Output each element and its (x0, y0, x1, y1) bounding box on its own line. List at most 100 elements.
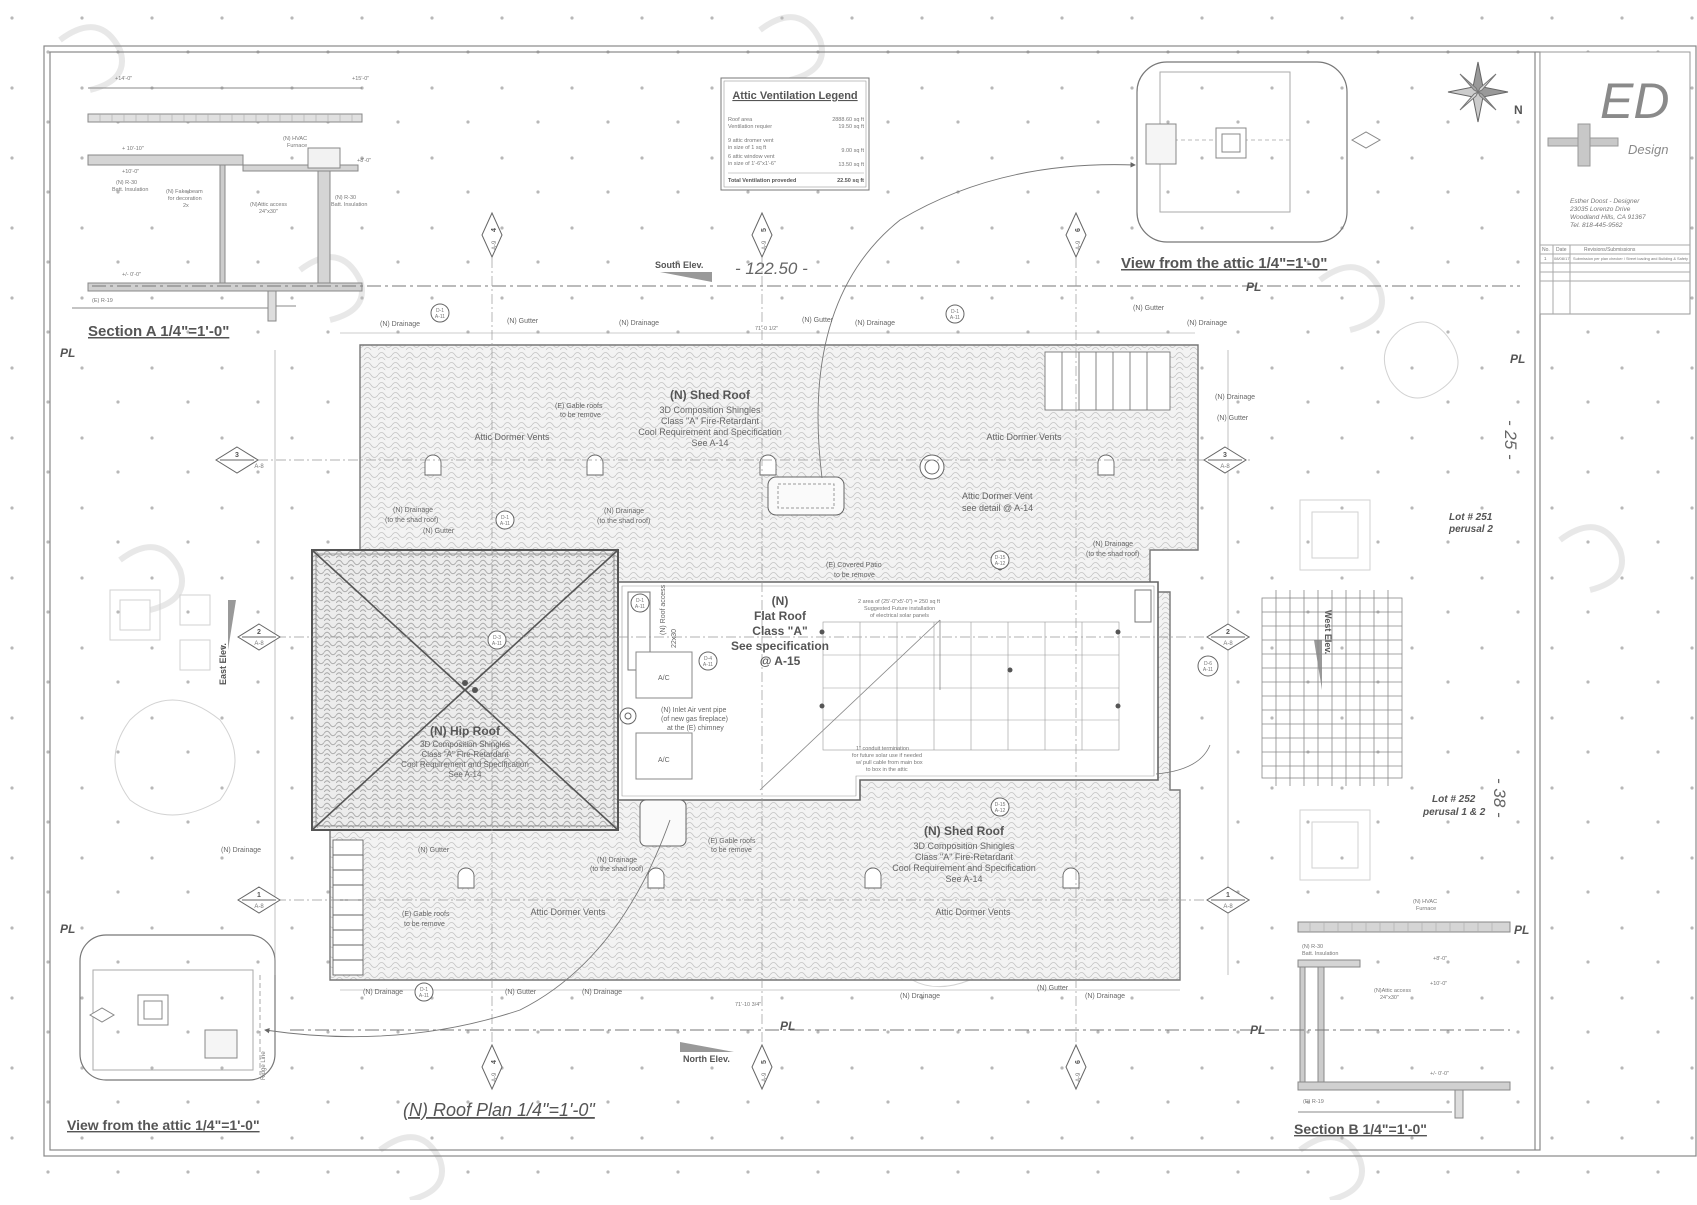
sec-a-dim-top-2: +15'-0" (352, 76, 369, 82)
stair-top (1044, 351, 1171, 411)
sec-a-dim-100: +10'-0" (122, 169, 139, 175)
sec-a-batt-b: Batt. Insulation (331, 202, 367, 208)
callout-d15-a12-b: D-15 A-12 (990, 797, 1010, 817)
callout-d6-a11: D-6 A-11 (1197, 655, 1219, 677)
legend-row-1-label: Ventilation requier (728, 124, 772, 130)
sec-a-dim-1010: + 10'-10" (122, 146, 144, 152)
tag-5-bottom-num: 5 (761, 1060, 768, 1064)
note-air-vent-1: (N) Inlet Air vent pipe (661, 707, 726, 714)
tag-1-right-sheet: A-8 (1223, 904, 1233, 910)
legend-row-4-label: 6 attic window vent (728, 154, 775, 160)
note-dormer-vents-2: Attic Dormer Vents (986, 432, 1062, 442)
sec-b-r19: (E) R-19 (1303, 1099, 1324, 1105)
tag-5-top-sheet: A-9 (762, 240, 768, 250)
legend-total-label: Total Ventilation proveded (728, 178, 796, 184)
west-elev-label: West Elev. (1323, 610, 1333, 654)
callout-a11-a: A-11 (435, 314, 445, 320)
east-elev-label: East Elev. (218, 643, 228, 685)
rev-header-date: Date (1556, 247, 1567, 253)
legend-title: Attic Ventilation Legend (732, 90, 857, 102)
note-gutter-8: (N) Gutter (1037, 985, 1069, 992)
callout-d1-c: D-1 (501, 515, 509, 521)
note-shad-2: (to the shad roof) (597, 518, 650, 525)
callout-d15-b: D-15 (995, 802, 1006, 808)
callout-a11-h: A-11 (419, 993, 429, 999)
elevation-marker-south: South Elev. (655, 260, 712, 282)
logo-text: ED (1600, 73, 1669, 129)
note-drainage-4: (N) Drainage (1187, 320, 1227, 327)
callout-d15-a: D-15 (995, 555, 1006, 561)
sec-b-access-size: 24"x30" (1380, 995, 1399, 1001)
tag-6-bottom-sheet: A-9 (1076, 1072, 1082, 1082)
shed-roof-bottom-l3: Cool Requirement and Specification (892, 863, 1036, 873)
note-air-vent-3: at the (E) chimney (667, 725, 724, 732)
section-tag-2-right: 2 A-8 (1206, 623, 1250, 651)
legend-row-5-label: in size of 1'-6"x1'-6" (728, 161, 776, 167)
dormer-vent-icon (586, 454, 604, 476)
callout-d6: D-6 (1204, 661, 1212, 667)
shed-roof-bottom-title: (N) Shed Roof (924, 824, 1005, 838)
note-conduit-3: w/ pull cable from main box (855, 760, 923, 766)
hip-roof-title: (N) Hip Roof (430, 724, 501, 738)
section-tag-5-top: 5 A-9 (751, 211, 773, 259)
pergola (1261, 590, 1403, 786)
section-tag-6-top: 6 A-9 (1065, 211, 1087, 259)
legend-row-2-label: 9 attic dromer vent (728, 138, 774, 144)
sec-a-access-size: 24"x30" (259, 209, 278, 215)
sec-a-dim-0: +/- 0'-0" (122, 272, 141, 278)
note-gutter-4: (N) Gutter (1217, 415, 1249, 422)
sec-a-furnace: Furnace (287, 143, 307, 149)
section-tag-4-bottom: 4 A-9 (481, 1043, 503, 1091)
callout-a11-b: A-11 (950, 315, 960, 321)
tag-6-top-num: 6 (1075, 228, 1082, 232)
tag-2-right-sheet: A-8 (1223, 641, 1233, 647)
note-roof-access: (N) Roof access (660, 584, 667, 635)
section-tags: 4 A-9 5 A-9 6 A-9 4 A-9 5 A-9 6 A-9 (215, 211, 1250, 1091)
note-covered-patio: (E) Covered Patio (826, 562, 882, 569)
shed-roof-bottom-l4: See A-14 (945, 874, 982, 884)
callout-d1-a11-b: D-1 A-11 (945, 304, 965, 324)
note-gable-1b: to be remove (560, 412, 601, 419)
sec-a-for-deco: for decoration (168, 196, 202, 202)
rev-header-desc: Revisions/Submissions (1584, 247, 1636, 253)
note-air-vent-2: (of new gas fireplace) (661, 716, 728, 723)
tag-5-top-num: 5 (761, 228, 768, 232)
attic-view-top-title: View from the attic 1/4"=1'-0" (1121, 255, 1327, 272)
section-tag-1-right: 1 A-8 (1206, 886, 1250, 914)
sec-a-batt: Batt. Insulation (112, 187, 148, 193)
elevation-marker-east: East Elev. (218, 600, 236, 685)
note-drainage-1: (N) Drainage (380, 321, 420, 328)
note-drainage-10: (N) Drainage (597, 857, 637, 864)
note-gutter-7: (N) Gutter (505, 989, 537, 996)
sec-a-r30-b: (N) R-30 (335, 195, 356, 201)
sec-b-dim-0: +/- 0'-0" (1430, 1071, 1449, 1077)
note-gutter-2: (N) Gutter (802, 317, 834, 324)
shed-roof-top-l3: Cool Requirement and Specification (638, 427, 782, 437)
note-covered-patio-b: to be remove (834, 572, 875, 579)
note-drainage-3: (N) Drainage (855, 320, 895, 327)
note-ac-1: A/C (658, 675, 670, 682)
callout-d1-e: D-1 (420, 987, 428, 993)
rev-row-desc: Submission per plan checker / Street loa… (1573, 256, 1688, 261)
solar-panel-grid (822, 621, 1120, 751)
tag-3-left-sheet: A-8 (254, 464, 264, 470)
sec-a-hvac: (N) HVAC (283, 136, 307, 142)
callout-a11-g: A-11 (1203, 667, 1213, 673)
note-drainage-9: (N) Drainage (221, 847, 261, 854)
north-elev-label: North Elev. (683, 1054, 730, 1064)
hip-roof-l3: Cool Requirement and Specification (401, 760, 529, 769)
note-shad-3: (to the shad roof) (1086, 551, 1139, 558)
pl-label-bottom-right: PL (1250, 1023, 1265, 1037)
dormer-vent-icon (647, 867, 665, 889)
legend-row-0-label: Roof area (728, 117, 753, 123)
section-tag-6-bottom: 6 A-9 (1065, 1043, 1087, 1091)
tag-6-bottom-num: 6 (1075, 1060, 1082, 1064)
note-gable-3b: to be remove (404, 921, 445, 928)
shed-roof-top-title: (N) Shed Roof (670, 388, 751, 402)
sec-a-attic-access: (N)Attic access (250, 202, 287, 208)
designer-name: Esther Doost - Designer (1570, 198, 1640, 205)
note-dormer-vent-single: Attic Dormer Vent (962, 491, 1033, 501)
elevation-marker-north: North Elev. (680, 1042, 734, 1064)
sec-a-fake-beam: (N) Fake beam (166, 189, 203, 195)
note-gable-1: (E) Gable roofs (555, 403, 603, 410)
